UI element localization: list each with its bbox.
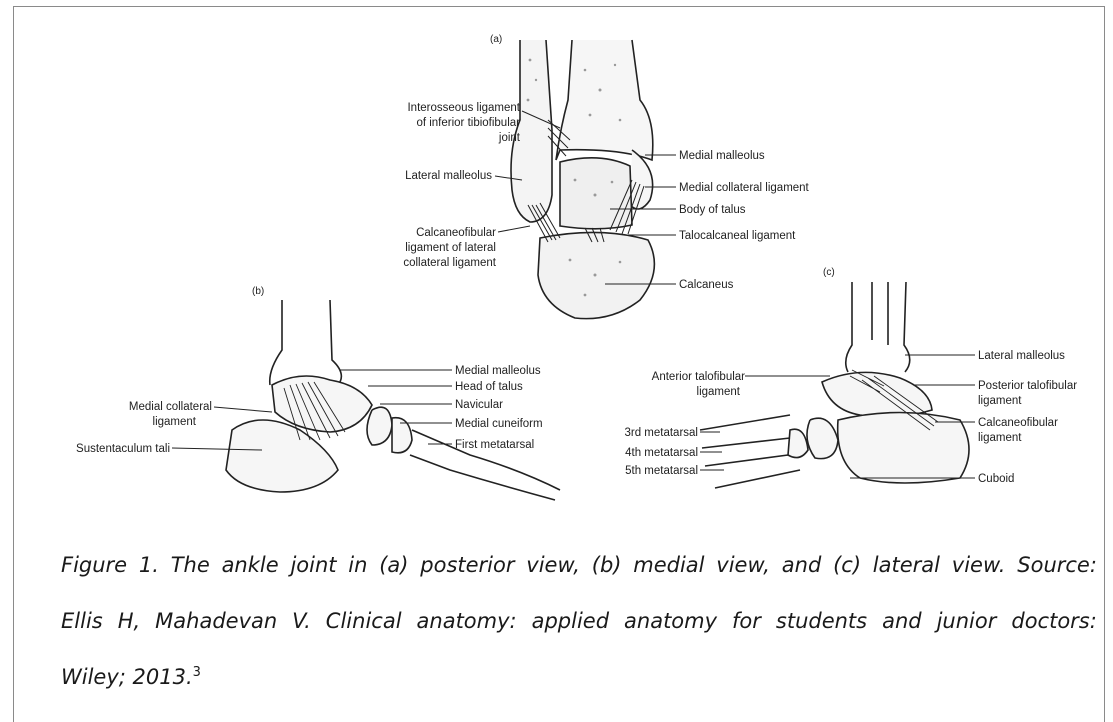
- caption-word: and: [882, 609, 922, 633]
- label-medial-cuneiform: Medial cuneiform: [455, 418, 543, 430]
- caption-word: (c): [833, 553, 861, 577]
- caption-word: joint: [290, 553, 336, 577]
- caption-word: Figure: [61, 553, 127, 577]
- label-medial-collateral-b-2: ligament: [153, 416, 197, 428]
- caption-word: Clinical: [326, 609, 402, 633]
- caption-reference-number: 3: [193, 665, 201, 680]
- label-interosseous-ligament-2: of inferior tibiofibular: [416, 117, 520, 129]
- label-medial-collateral-a: Medial collateral ligament: [679, 182, 810, 194]
- label-interosseous-ligament: Interosseous ligament: [407, 102, 520, 114]
- figure-caption-line-3: Wiley; 2013.3: [61, 665, 1097, 689]
- caption-word: view.: [952, 553, 1006, 577]
- label-talocalcaneal: Talocalcaneal ligament: [679, 230, 796, 242]
- ankle-anatomy-illustration: (a) Interosseous ligament of inferior ti…: [0, 0, 1113, 540]
- caption-word: anatomy: [624, 609, 717, 633]
- talus-c-shape: [822, 372, 932, 416]
- label-anterior-talofibular: Anterior talofibular: [652, 371, 745, 383]
- label-calcaneofibular-c: Calcaneofibular: [978, 417, 1058, 429]
- label-calcaneus: Calcaneus: [679, 279, 734, 291]
- figure-caption-line-2: Ellis H, Mahadevan V. Clinical anatomy: applie…: [61, 609, 1097, 633]
- caption-word: Mahadevan: [155, 609, 277, 633]
- caption-word: junior: [937, 609, 997, 633]
- caption-word: 1.: [139, 553, 159, 577]
- label-anterior-talofibular-2: ligament: [697, 386, 741, 398]
- label-posterior-talofibular: Posterior talofibular: [978, 380, 1077, 392]
- caption-word: medial: [633, 553, 704, 577]
- caption-word: and: [782, 553, 822, 577]
- panel-b-label: (b): [252, 286, 264, 297]
- panel-a-label: (a): [490, 34, 502, 45]
- caption-word: anatomy:: [417, 609, 517, 633]
- label-body-of-talus: Body of talus: [679, 204, 746, 216]
- caption-word: doctors:: [1011, 609, 1096, 633]
- label-head-of-talus: Head of talus: [455, 381, 523, 393]
- panel-c-lateral-view: [700, 282, 975, 488]
- label-posterior-talofibular-2: ligament: [978, 395, 1022, 407]
- panel-c-label: (c): [823, 267, 835, 278]
- caption-word: view,: [526, 553, 580, 577]
- label-lateral-malleolus-a: Lateral malleolus: [405, 170, 492, 182]
- label-cuboid: Cuboid: [978, 473, 1014, 485]
- label-calcaneofibular-c-2: ligament: [978, 432, 1022, 444]
- tibia-shape: [556, 40, 653, 160]
- caption-word: Source:: [1017, 553, 1097, 577]
- label-sustentaculum-tali: Sustentaculum tali: [76, 443, 170, 455]
- caption-word: ankle: [222, 553, 279, 577]
- label-lateral-malleolus-c: Lateral malleolus: [978, 350, 1065, 362]
- calcaneus-c-shape: [838, 413, 969, 484]
- caption-word: H,: [118, 609, 140, 633]
- label-calcaneofibular-a: Calcaneofibular: [416, 227, 496, 239]
- caption-word: in: [348, 553, 367, 577]
- caption-source-publisher: Wiley; 2013.: [61, 665, 193, 689]
- label-medial-malleolus-a: Medial malleolus: [679, 150, 765, 162]
- fibula-shape: [511, 40, 552, 222]
- caption-word: for: [732, 609, 761, 633]
- label-fourth-metatarsal: 4th metatarsal: [625, 447, 698, 459]
- label-calcaneofibular-a-2: ligament of lateral: [405, 242, 496, 254]
- panel-a-posterior-view: [495, 40, 676, 319]
- caption-word: students: [776, 609, 867, 633]
- label-fifth-metatarsal: 5th metatarsal: [625, 465, 698, 477]
- caption-word: (a): [379, 553, 408, 577]
- label-medial-collateral-b: Medial collateral: [129, 401, 212, 413]
- caption-word: V.: [292, 609, 311, 633]
- label-navicular: Navicular: [455, 399, 503, 411]
- caption-word: The: [171, 553, 210, 577]
- caption-word: view,: [716, 553, 770, 577]
- caption-word: Ellis: [61, 609, 103, 633]
- caption-word: (b): [592, 553, 622, 577]
- caption-word: lateral: [873, 553, 940, 577]
- caption-word: posterior: [420, 553, 514, 577]
- label-medial-malleolus-b: Medial malleolus: [455, 365, 541, 377]
- caption-word: applied: [532, 609, 609, 633]
- tibia-b-shape: [270, 300, 342, 385]
- label-calcaneofibular-a-3: collateral ligament: [403, 257, 496, 269]
- label-first-metatarsal: First metatarsal: [455, 439, 534, 451]
- label-third-metatarsal: 3rd metatarsal: [624, 427, 698, 439]
- label-interosseous-ligament-3: joint: [498, 132, 521, 144]
